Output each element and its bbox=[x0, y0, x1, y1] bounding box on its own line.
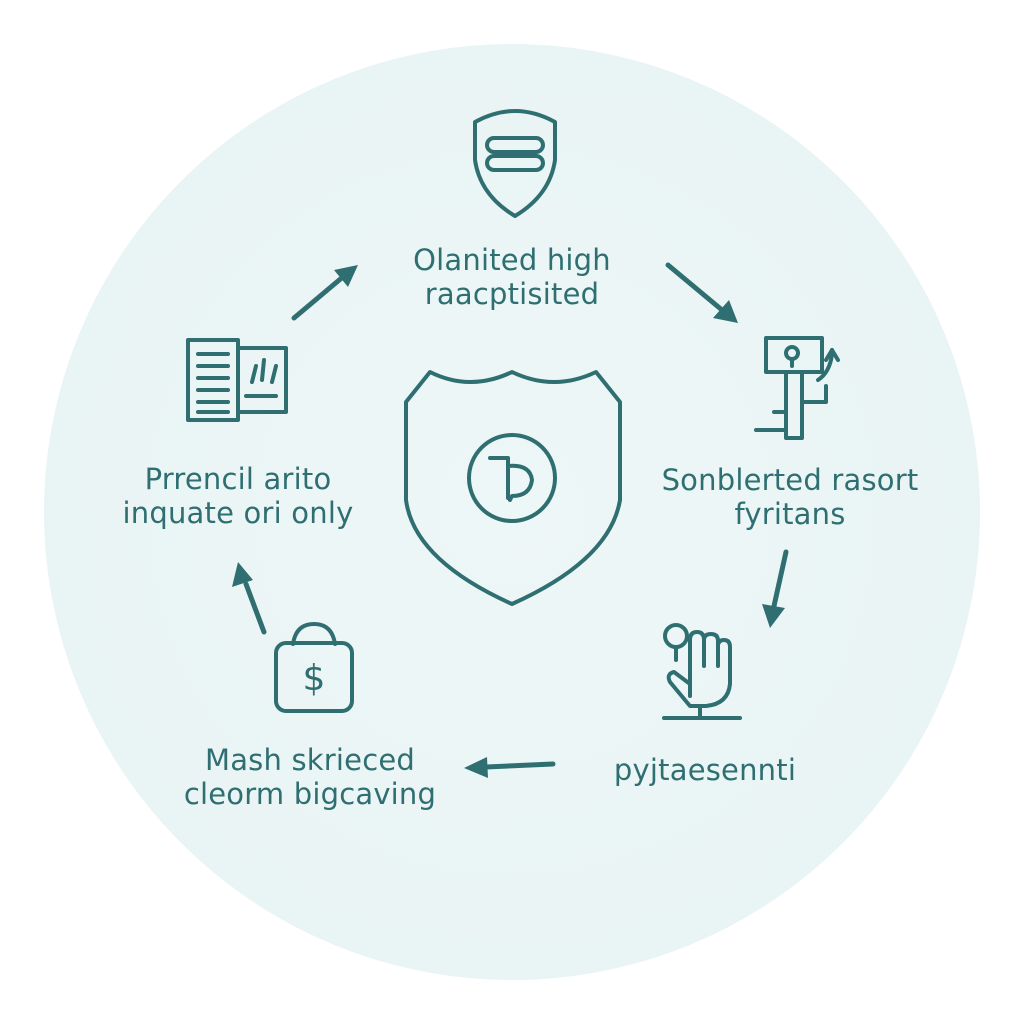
arrow-left-to-top bbox=[291, 265, 358, 321]
step-label-bottom-left-line1: Mash skrieced bbox=[204, 743, 416, 777]
step-label-top-line2: raacptisited bbox=[424, 277, 600, 311]
step-label-left-line2: inquate ori only bbox=[122, 496, 354, 530]
step-label-right: Sonblerted rasort fyritans bbox=[620, 463, 960, 531]
step-label-bottom-left-line2: cleorm bigcaving bbox=[183, 777, 437, 811]
step-label-top: Olanited high raacptisited bbox=[312, 243, 712, 311]
step-label-top-line1: Olanited high bbox=[413, 243, 611, 277]
lamp-post-icon bbox=[754, 336, 840, 440]
arrow-bottom-right-to-bottom-left bbox=[464, 757, 556, 778]
svg-text:$: $ bbox=[303, 658, 326, 699]
arrow-right-to-bottom bbox=[762, 549, 789, 628]
step-label-left: Prrencil arito inquate ori only bbox=[88, 462, 388, 530]
step-label-bottom-right-line1: pyjtaesennti bbox=[613, 753, 797, 787]
document-panel-icon bbox=[186, 338, 288, 422]
step-label-bottom-left: Mash skrieced cleorm bigcaving bbox=[140, 743, 480, 811]
shield-badge-icon bbox=[473, 109, 557, 218]
step-label-bottom-right: pyjtaesennti bbox=[560, 753, 850, 787]
background-circle bbox=[44, 44, 980, 980]
arrow-bottom-left-to-left bbox=[232, 562, 267, 635]
arrow-top-to-right bbox=[665, 262, 738, 323]
step-label-right-line2: fyritans bbox=[734, 497, 846, 531]
shield-coin-icon bbox=[404, 370, 622, 606]
step-label-right-line1: Sonblerted rasort bbox=[661, 463, 919, 497]
money-bag-icon: $ bbox=[274, 622, 354, 713]
step-label-left-line1: Prrencil arito bbox=[144, 462, 332, 496]
raised-hand-icon bbox=[662, 623, 742, 720]
